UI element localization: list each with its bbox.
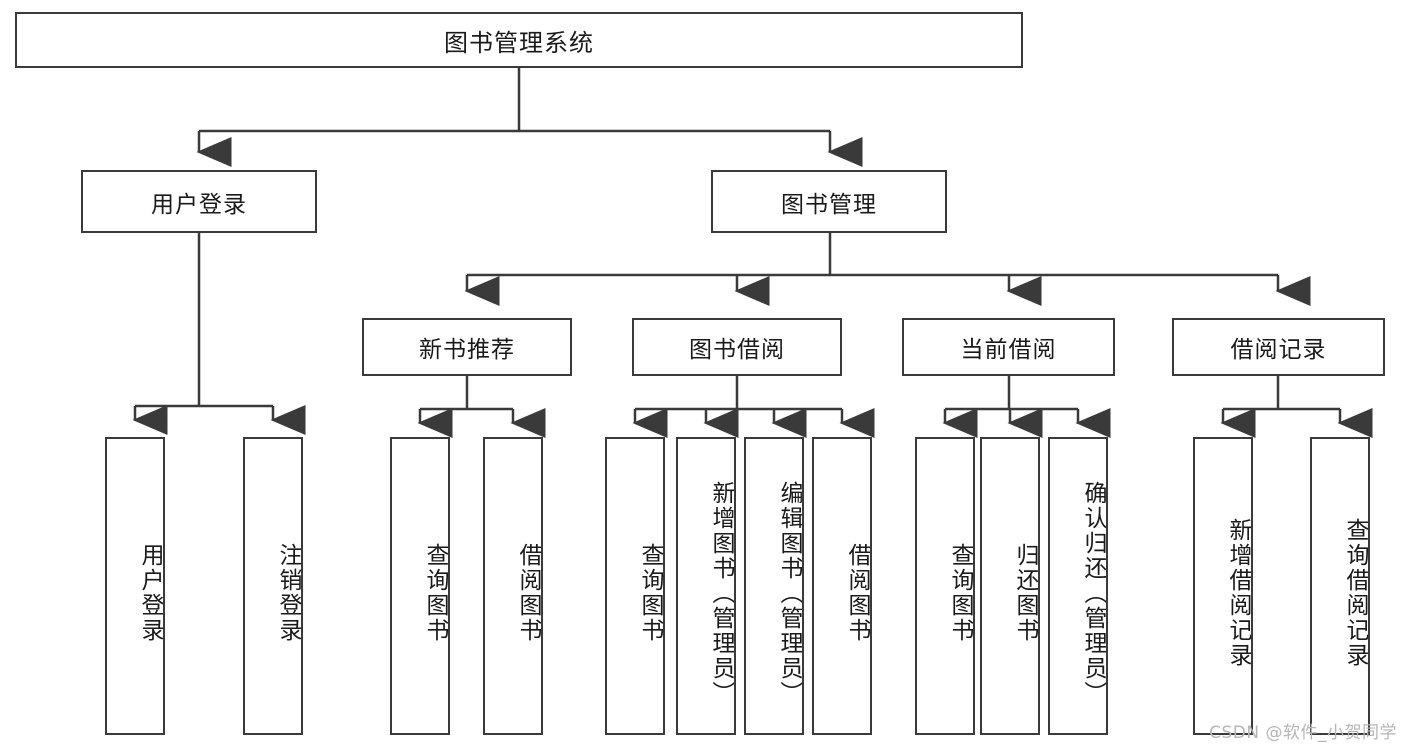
leaf-user-login[interactable]: 用户登录 [105, 437, 165, 735]
node-label: 查询图书 [422, 543, 448, 643]
leaf-return-book[interactable]: 归还图书 [980, 437, 1040, 735]
leaf-edit-book-admin[interactable]: 编辑图书（管理员） [744, 437, 804, 735]
node-label: 查询图书 [947, 543, 973, 643]
node-label: 借阅图书 [844, 543, 870, 643]
node-new-book-recommend[interactable]: 新书推荐 [362, 318, 572, 376]
node-label: 新增图书（管理员） [708, 480, 734, 706]
leaf-add-borrow-record[interactable]: 新增借阅记录 [1193, 437, 1253, 735]
node-current-borrow[interactable]: 当前借阅 [902, 318, 1115, 376]
node-label: 当前借阅 [960, 337, 1057, 363]
node-label: 新增借阅记录 [1225, 518, 1251, 668]
node-label: 注销登录 [275, 543, 301, 643]
leaf-confirm-return-admin[interactable]: 确认归还（管理员） [1048, 437, 1108, 735]
node-label: 新书推荐 [419, 337, 515, 363]
node-label: 借阅图书 [515, 543, 541, 643]
node-borrow-records[interactable]: 借阅记录 [1172, 318, 1385, 376]
leaf-logout-login[interactable]: 注销登录 [243, 437, 303, 735]
node-label: 用户登录 [137, 543, 163, 643]
node-book-management[interactable]: 图书管理 [711, 170, 947, 233]
node-label: 编辑图书（管理员） [776, 480, 802, 706]
leaf-query-book-current[interactable]: 查询图书 [915, 437, 975, 735]
node-label: 借阅记录 [1230, 337, 1327, 363]
leaf-borrow-book[interactable]: 借阅图书 [812, 437, 872, 735]
node-label: 图书借阅 [689, 337, 785, 363]
node-book-borrow[interactable]: 图书借阅 [632, 318, 842, 376]
leaf-add-book-admin[interactable]: 新增图书（管理员） [676, 437, 736, 735]
node-label: 图书管理系统 [444, 28, 594, 57]
node-label: 归还图书 [1012, 543, 1038, 643]
node-label: 图书管理 [781, 191, 877, 218]
leaf-query-borrow-record[interactable]: 查询借阅记录 [1310, 437, 1370, 735]
node-label: 查询图书 [637, 543, 663, 643]
node-label: 确认归还（管理员） [1080, 480, 1106, 706]
node-user-login[interactable]: 用户登录 [81, 170, 317, 233]
node-label: 查询借阅记录 [1342, 518, 1368, 668]
node-root-system[interactable]: 图书管理系统 [15, 12, 1023, 68]
leaf-query-book-recommend[interactable]: 查询图书 [390, 437, 450, 735]
node-label: 用户登录 [151, 191, 247, 218]
leaf-borrow-book-recommend[interactable]: 借阅图书 [483, 437, 543, 735]
leaf-query-book-borrow[interactable]: 查询图书 [605, 437, 665, 735]
csdn-watermark: CSDN @软件_小贺同学 [1209, 723, 1397, 743]
